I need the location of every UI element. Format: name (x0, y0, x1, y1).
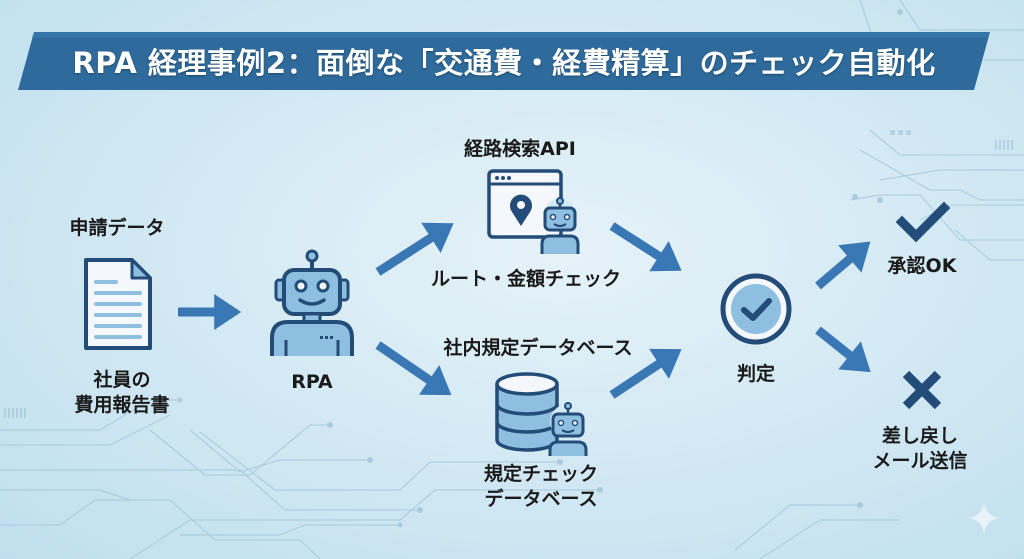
route-api-bottom-label: ルート・金額チェック (430, 268, 621, 290)
mini-robot-icon (540, 197, 580, 254)
rules-db-bottom-label-line1: 規定チェック (483, 463, 598, 485)
reject-label-line1: 差し戻し (881, 425, 958, 447)
route-api-top-label: 経路検索API (464, 138, 576, 160)
input-bottom-label-line1: 社員の (93, 369, 151, 391)
circle-check-icon (720, 273, 792, 345)
arrow-route-api-to-judge (609, 222, 682, 272)
rules-db-bottom-label-line2: データベース (484, 487, 598, 510)
database-robot-icon (495, 372, 588, 456)
arrow-rules-db-to-judge (609, 348, 682, 399)
reject-label-line2: メール送信 (872, 449, 968, 472)
arrow-judge-to-approve (815, 241, 871, 290)
check-icon (896, 201, 951, 243)
input-top-label: 申請データ (69, 217, 165, 239)
x-icon (902, 370, 942, 410)
input-bottom-label: 社員の 費用報告書 (52, 368, 192, 417)
arrow-judge-to-reject (815, 326, 871, 373)
input-bottom-label-line2: 費用報告書 (74, 393, 170, 416)
browser-map-pin-robot-icon (487, 169, 580, 254)
rpa-label: RPA (291, 371, 333, 393)
page-title: RPA 経理事例2：面倒な「交通費・経費精算」のチェック自動化 (72, 46, 936, 80)
document-icon (84, 258, 152, 350)
rules-db-top-label: 社内規定データベース (443, 337, 633, 359)
approve-label: 承認OK (887, 255, 957, 277)
robot-icon (270, 249, 354, 356)
mini-robot-icon (548, 402, 588, 456)
arrow-rpa-to-rules-db (375, 341, 452, 396)
judge-label: 判定 (736, 363, 775, 385)
rules-db-bottom-label: 規定チェック データベース (456, 462, 626, 511)
sparkle-icon (968, 502, 1000, 534)
reject-label: 差し戻し メール送信 (860, 424, 980, 473)
title-banner: RPA 経理事例2：面倒な「交通費・経費精算」のチェック自動化 (18, 32, 990, 90)
arrow-rpa-to-route-api (375, 222, 454, 276)
